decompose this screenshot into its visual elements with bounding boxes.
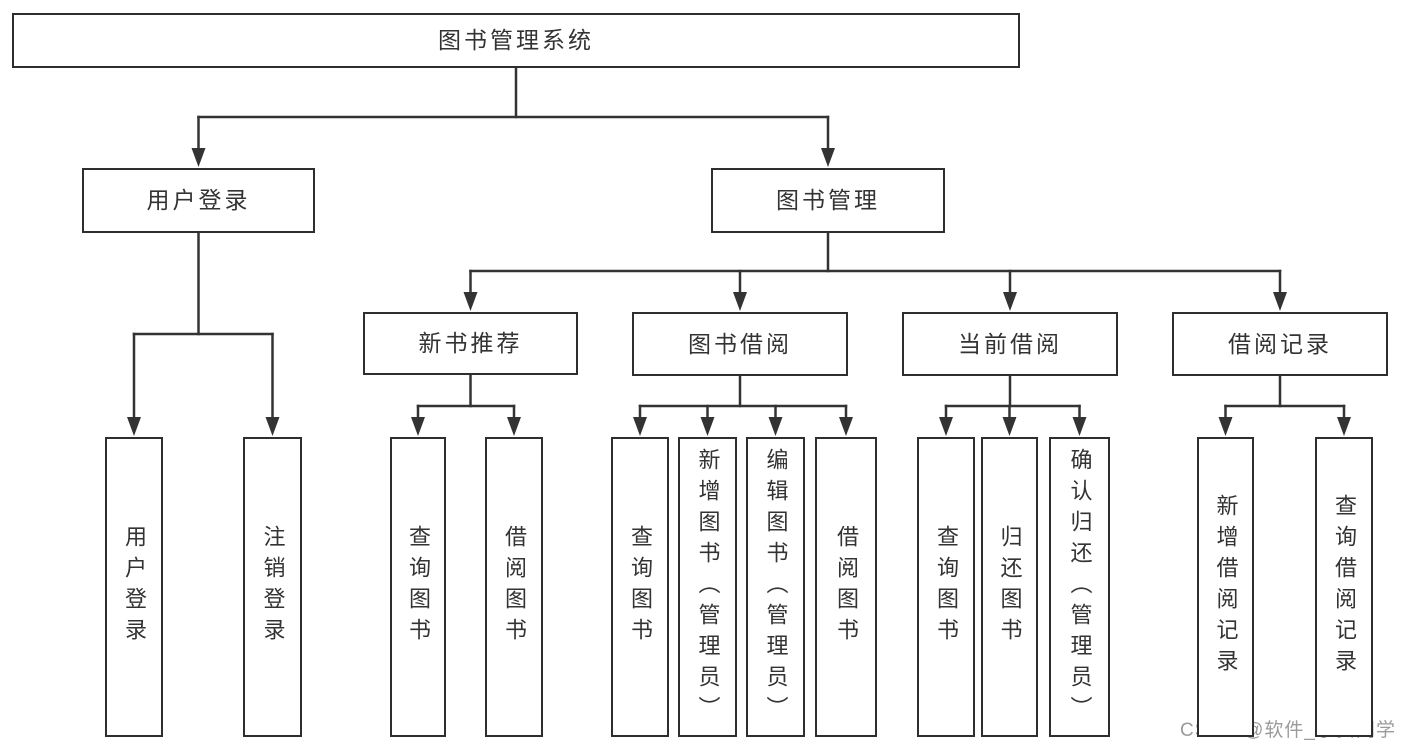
node-cb-return: 归还图书 xyxy=(981,437,1038,737)
node-bb-edit: 编辑图书（管理员） xyxy=(746,437,805,737)
node-label: 当前借阅 xyxy=(958,330,1062,357)
node-new-book-rec: 新书推荐 xyxy=(363,312,578,375)
node-login: 用户登录 xyxy=(105,437,163,737)
node-label: 新增图书（管理员） xyxy=(695,447,721,727)
node-label: 查询图书 xyxy=(628,525,653,649)
node-label: 图书管理系统 xyxy=(438,27,594,53)
node-label: 归还图书 xyxy=(997,525,1023,649)
node-label: 用户登录 xyxy=(146,187,251,213)
node-label: 图书管理 xyxy=(776,187,880,213)
node-label: 查询图书 xyxy=(406,525,431,649)
node-br-query: 查询借阅记录 xyxy=(1315,437,1373,737)
node-bb-borrow: 借阅图书 xyxy=(815,437,877,737)
node-book-borrow: 图书借阅 xyxy=(632,312,848,376)
node-label: 新书推荐 xyxy=(418,330,523,356)
node-book-mgmt: 图书管理 xyxy=(711,168,945,233)
node-label: 图书借阅 xyxy=(688,330,792,357)
node-label: 编辑图书（管理员） xyxy=(763,447,789,727)
node-label: 新增借阅记录 xyxy=(1213,494,1239,680)
node-cb-query: 查询图书 xyxy=(917,437,975,737)
node-br-add: 新增借阅记录 xyxy=(1197,437,1254,737)
node-label: 借阅图书 xyxy=(502,525,527,649)
node-bb-query: 查询图书 xyxy=(611,437,669,737)
node-label: 查询图书 xyxy=(934,525,959,649)
node-label: 确认归还（管理员） xyxy=(1067,447,1093,727)
node-label: 借阅图书 xyxy=(834,525,859,649)
node-cb-confirm: 确认归还（管理员） xyxy=(1049,437,1110,737)
node-logout: 注销登录 xyxy=(243,437,302,737)
node-rec-query: 查询图书 xyxy=(390,437,446,737)
node-borrow-records: 借阅记录 xyxy=(1172,312,1388,376)
node-rec-borrow: 借阅图书 xyxy=(485,437,543,737)
node-user-login: 用户登录 xyxy=(82,168,315,233)
node-root: 图书管理系统 xyxy=(12,13,1020,68)
node-label: 借阅记录 xyxy=(1228,330,1332,357)
node-label: 用户登录 xyxy=(122,525,147,649)
node-label: 注销登录 xyxy=(260,525,286,649)
node-label: 查询借阅记录 xyxy=(1332,494,1357,680)
node-current-borrow: 当前借阅 xyxy=(902,312,1118,376)
node-bb-add: 新增图书（管理员） xyxy=(678,437,737,737)
